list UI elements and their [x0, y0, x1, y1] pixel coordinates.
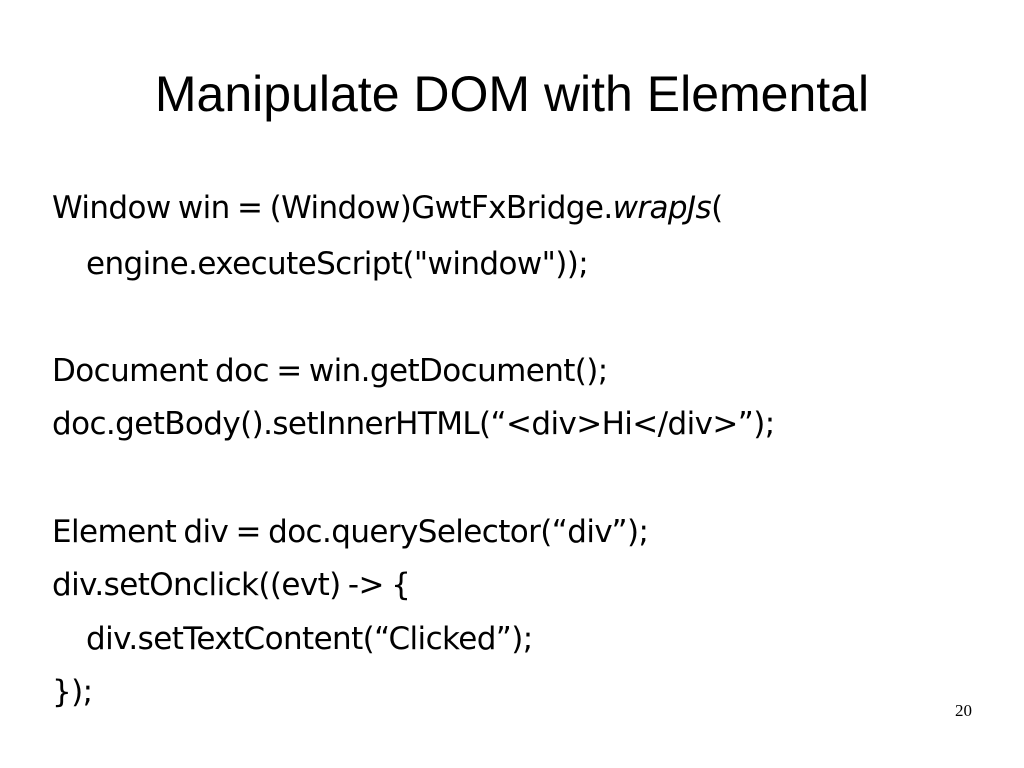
page-number: 20 — [955, 701, 972, 720]
code-line-execute-script: engine.executeScript("window")); — [86, 246, 589, 282]
code-line-set-onclick: div.setOnclick((evt) -> { — [52, 567, 411, 603]
code-line-window-start: Window win = (Window)GwtFxBridge. — [52, 190, 613, 226]
code-line-window-method: wrapJs — [612, 190, 712, 226]
code-line-closing: }); — [52, 674, 93, 710]
code-line-set-text-content: div.setTextContent(“Clicked”); — [86, 621, 533, 657]
slide-title: Manipulate DOM with Elemental — [154, 66, 870, 122]
code-line-window-paren: ( — [711, 190, 723, 226]
code-line-document: Document doc = win.getDocument(); — [52, 353, 608, 389]
code-line-set-inner-html: doc.getBody().setInnerHTML(“<div>Hi</div… — [52, 406, 775, 442]
code-line-element: Element div = doc.querySelector(“div”); — [52, 514, 649, 550]
code-line-window: Window win = (Window)GwtFxBridge.wrapJs( — [52, 188, 723, 228]
